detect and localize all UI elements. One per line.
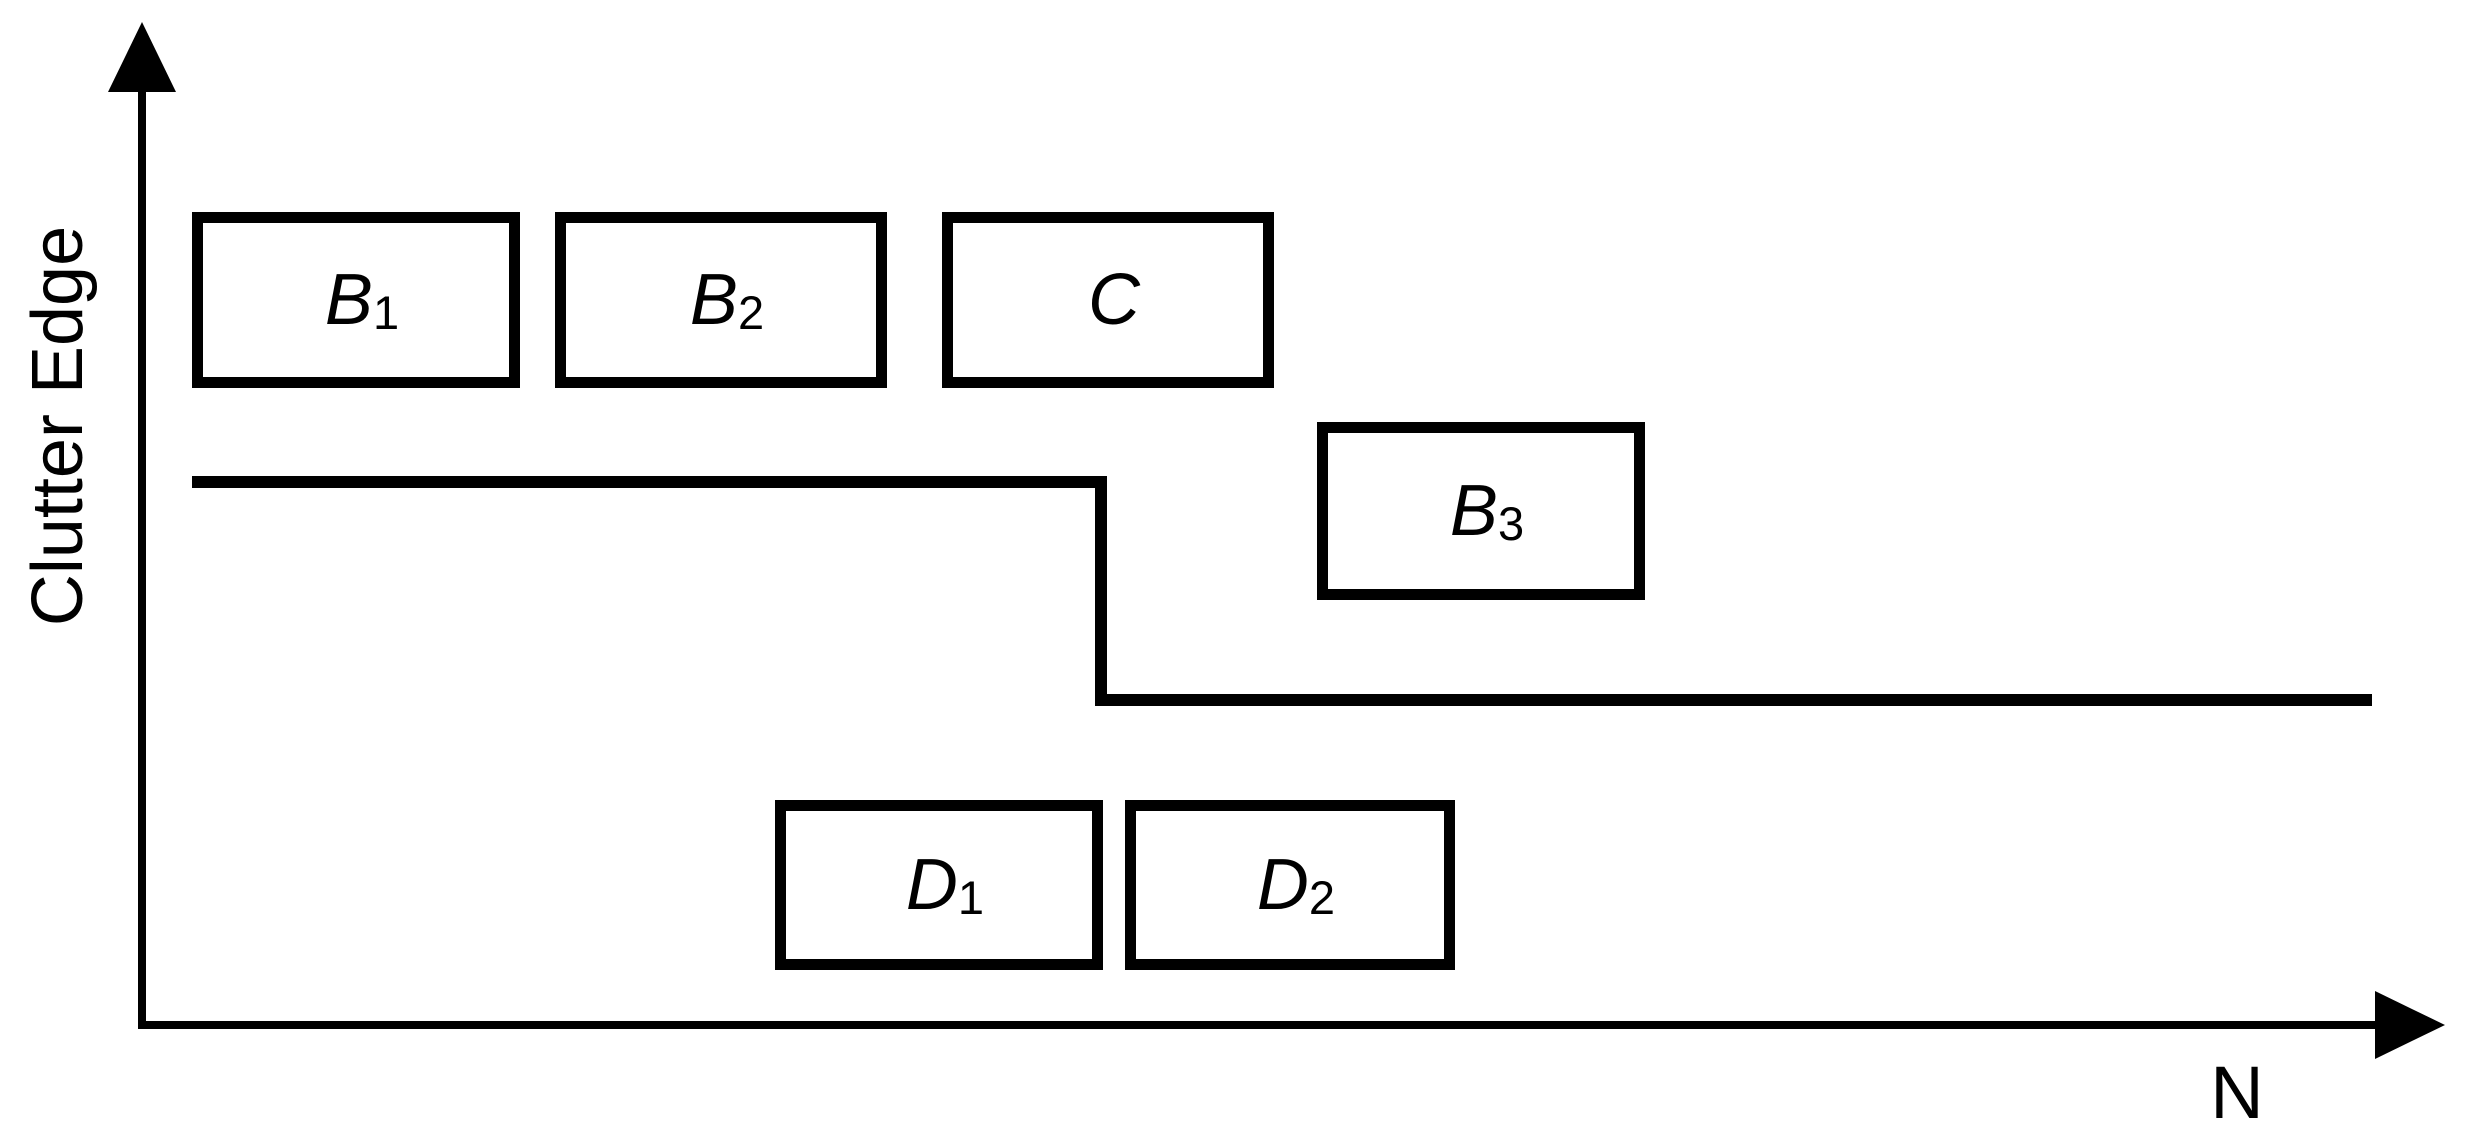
box-d2-label-sub: 2 (1308, 871, 1336, 924)
y-axis-arrowhead-icon (108, 22, 176, 92)
x-axis-label: N (2210, 1051, 2264, 1134)
y-axis-label: Clutter Edge (18, 225, 98, 627)
box-c: C (942, 212, 1274, 388)
box-d1-label-sub: 1 (957, 871, 985, 924)
box-b1-label-main: B (324, 260, 373, 340)
x-axis-line (138, 1021, 2385, 1029)
x-axis-arrowhead-icon (2375, 991, 2445, 1059)
box-d2-label-main: D (1256, 845, 1309, 925)
box-d1-label-main: D (905, 845, 958, 925)
box-c-label-main: C (1088, 260, 1140, 340)
box-b2-label-main: B (689, 260, 738, 340)
box-b1-label-sub: 1 (372, 286, 400, 339)
box-b2-label-sub: 2 (737, 286, 765, 339)
box-b3-label-main: B (1449, 471, 1498, 551)
box-b3-label-sub: 3 (1497, 497, 1525, 550)
y-axis-line (138, 85, 146, 1029)
box-c-label: C (1088, 264, 1140, 336)
